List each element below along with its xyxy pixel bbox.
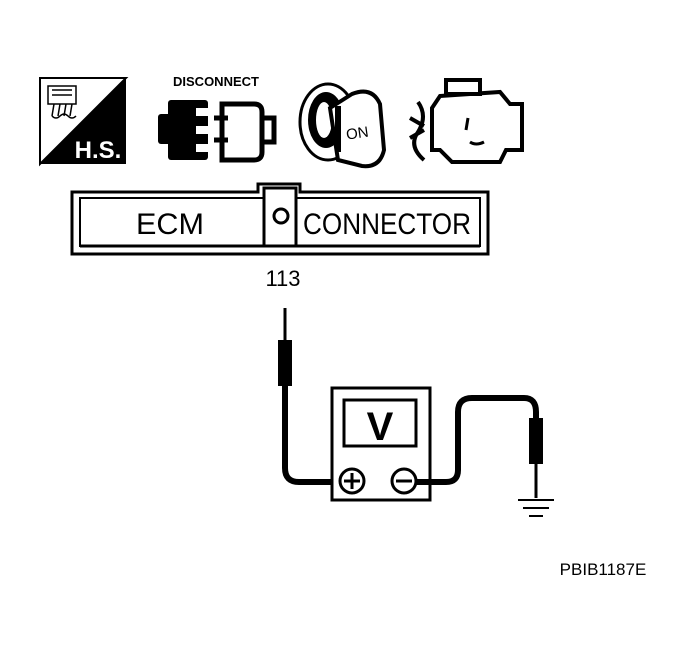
engine-running-icon xyxy=(409,78,524,164)
connector-pin-symbol xyxy=(272,207,290,225)
ignition-on-icon: ON xyxy=(298,82,387,169)
connector-half-left-icon xyxy=(158,100,214,160)
negative-probe xyxy=(416,395,543,498)
ecm-connector: ECM CONNECTOR xyxy=(70,182,490,256)
plus-terminal-icon xyxy=(338,467,366,495)
meter-unit: V xyxy=(367,405,394,449)
connector-left-label: ECM xyxy=(136,208,204,241)
harness-side-icon: H.S. xyxy=(39,77,129,167)
disconnect-label: DISCONNECT xyxy=(173,74,259,89)
minus-terminal-icon xyxy=(390,467,418,495)
voltmeter: V xyxy=(330,386,432,502)
figure-code: PBIB1187E xyxy=(560,560,647,579)
connector-sketch-icon xyxy=(47,85,77,119)
terminal-number: 113 xyxy=(265,266,300,291)
connector-right-label: CONNECTOR xyxy=(303,208,471,241)
disconnect-icon: DISCONNECT xyxy=(158,74,277,163)
hs-label: H.S. xyxy=(75,137,122,164)
positive-probe xyxy=(278,308,336,485)
connector-half-right-icon xyxy=(214,101,277,163)
ignition-on-label: ON xyxy=(345,124,370,144)
ground-icon xyxy=(518,499,554,517)
